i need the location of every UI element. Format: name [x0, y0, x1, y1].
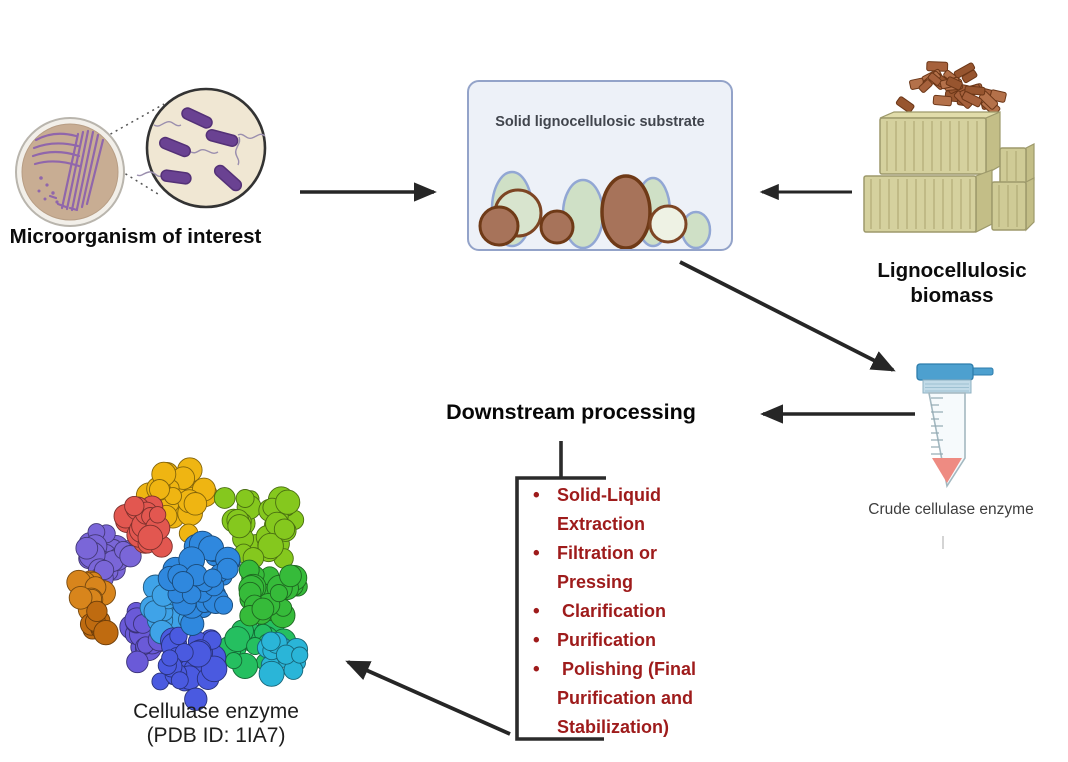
downstream-step-label: Purification [557, 630, 657, 650]
protein-label: Cellulase enzyme (PDB ID: 1IA7) [70, 700, 362, 748]
substrate-particles-icon [478, 170, 712, 249]
arrow-substrate-to-crude-enzyme [679, 260, 896, 372]
microorganism-label: Microorganism of interest [9, 225, 262, 248]
bullet-dot: • [533, 659, 540, 680]
biomass-illustration [863, 61, 1035, 233]
bullet-dot: • [533, 601, 540, 622]
biomass-label-line2: biomass [910, 284, 994, 307]
protein-label-line2: (PDB ID: 1IA7) [146, 724, 286, 747]
downstream-title: Downstream processing [446, 400, 696, 424]
crude-enzyme-label: Crude cellulase enzyme [868, 501, 1034, 518]
bullet-dot: • [533, 630, 540, 651]
centrifuge-tube-icon [916, 363, 994, 489]
wood-chips-icon [895, 61, 1007, 116]
substrate-box-label: Solid lignocellulosic substrate [495, 114, 705, 130]
downstream-step: • Clarification [533, 597, 733, 626]
haystack-icon [863, 111, 1035, 233]
downstream-step-label: Filtration or Pressing [557, 543, 663, 592]
bullet-dot: • [533, 543, 540, 564]
downstream-step: • Polishing (Final Purification and Stab… [533, 655, 733, 742]
substrate-box: Solid lignocellulosic substrate [467, 80, 733, 251]
protein-structure-icon [66, 457, 309, 711]
downstream-list: • Solid-Liquid Extraction • Filtration o… [533, 481, 733, 742]
arrow-downstream-to-enzyme [345, 660, 511, 736]
bullet-dot: • [533, 485, 540, 506]
downstream-step-label: Solid-Liquid Extraction [557, 485, 666, 534]
downstream-step-label: Clarification [557, 601, 667, 621]
downstream-step: • Solid-Liquid Extraction [533, 481, 733, 539]
downstream-step-label: Polishing (Final Purification and Stabil… [557, 659, 702, 737]
magnify-dotted-lines [99, 103, 165, 195]
downstream-step: • Purification [533, 626, 733, 655]
protein-label-line1: Cellulase enzyme [133, 700, 299, 723]
downstream-step: • Filtration or Pressing [533, 539, 733, 597]
biomass-label-line1: Lignocellulosic [877, 259, 1027, 282]
biomass-label: Lignocellulosic biomass [852, 258, 1052, 308]
bacteria-magnified-icon [136, 87, 267, 209]
microorganism-illustration [15, 87, 267, 227]
downstream-bracket-line [515, 441, 606, 741]
petri-dish-icon [15, 117, 125, 227]
